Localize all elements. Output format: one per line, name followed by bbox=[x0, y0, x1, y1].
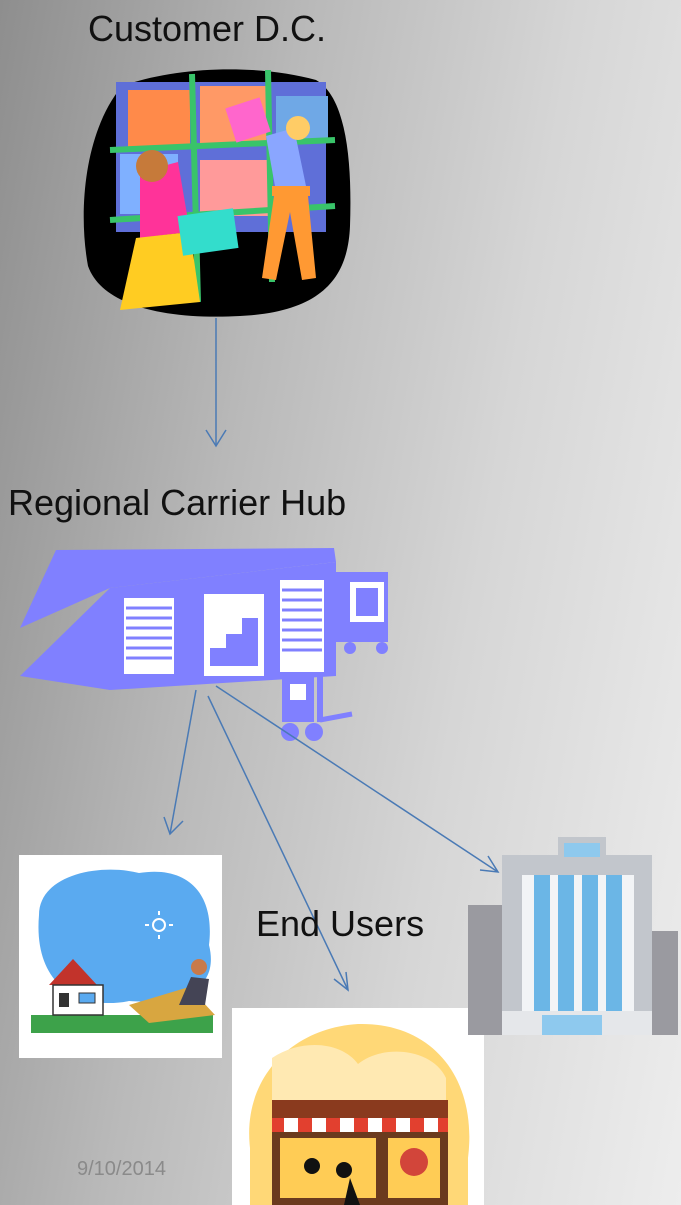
slide-date: 9/10/2014 bbox=[77, 1158, 166, 1180]
arrow-hub-to-shop bbox=[207, 695, 349, 992]
shop-storefront-icon bbox=[232, 1008, 484, 1205]
house-relaxing-icon bbox=[19, 855, 222, 1058]
regional-hub-label: Regional Carrier Hub bbox=[8, 482, 347, 523]
carrier-hub-building-icon bbox=[20, 548, 388, 741]
customer-dc-label: Customer D.C. bbox=[88, 8, 327, 49]
warehouse-workers-icon bbox=[83, 69, 351, 317]
arrow-hub-to-house bbox=[163, 689, 197, 836]
office-building-icon bbox=[468, 837, 678, 1035]
end-users-label: End Users bbox=[256, 903, 425, 944]
arrow-hub-to-office bbox=[215, 685, 500, 873]
arrow-dc-to-hub bbox=[205, 318, 227, 448]
